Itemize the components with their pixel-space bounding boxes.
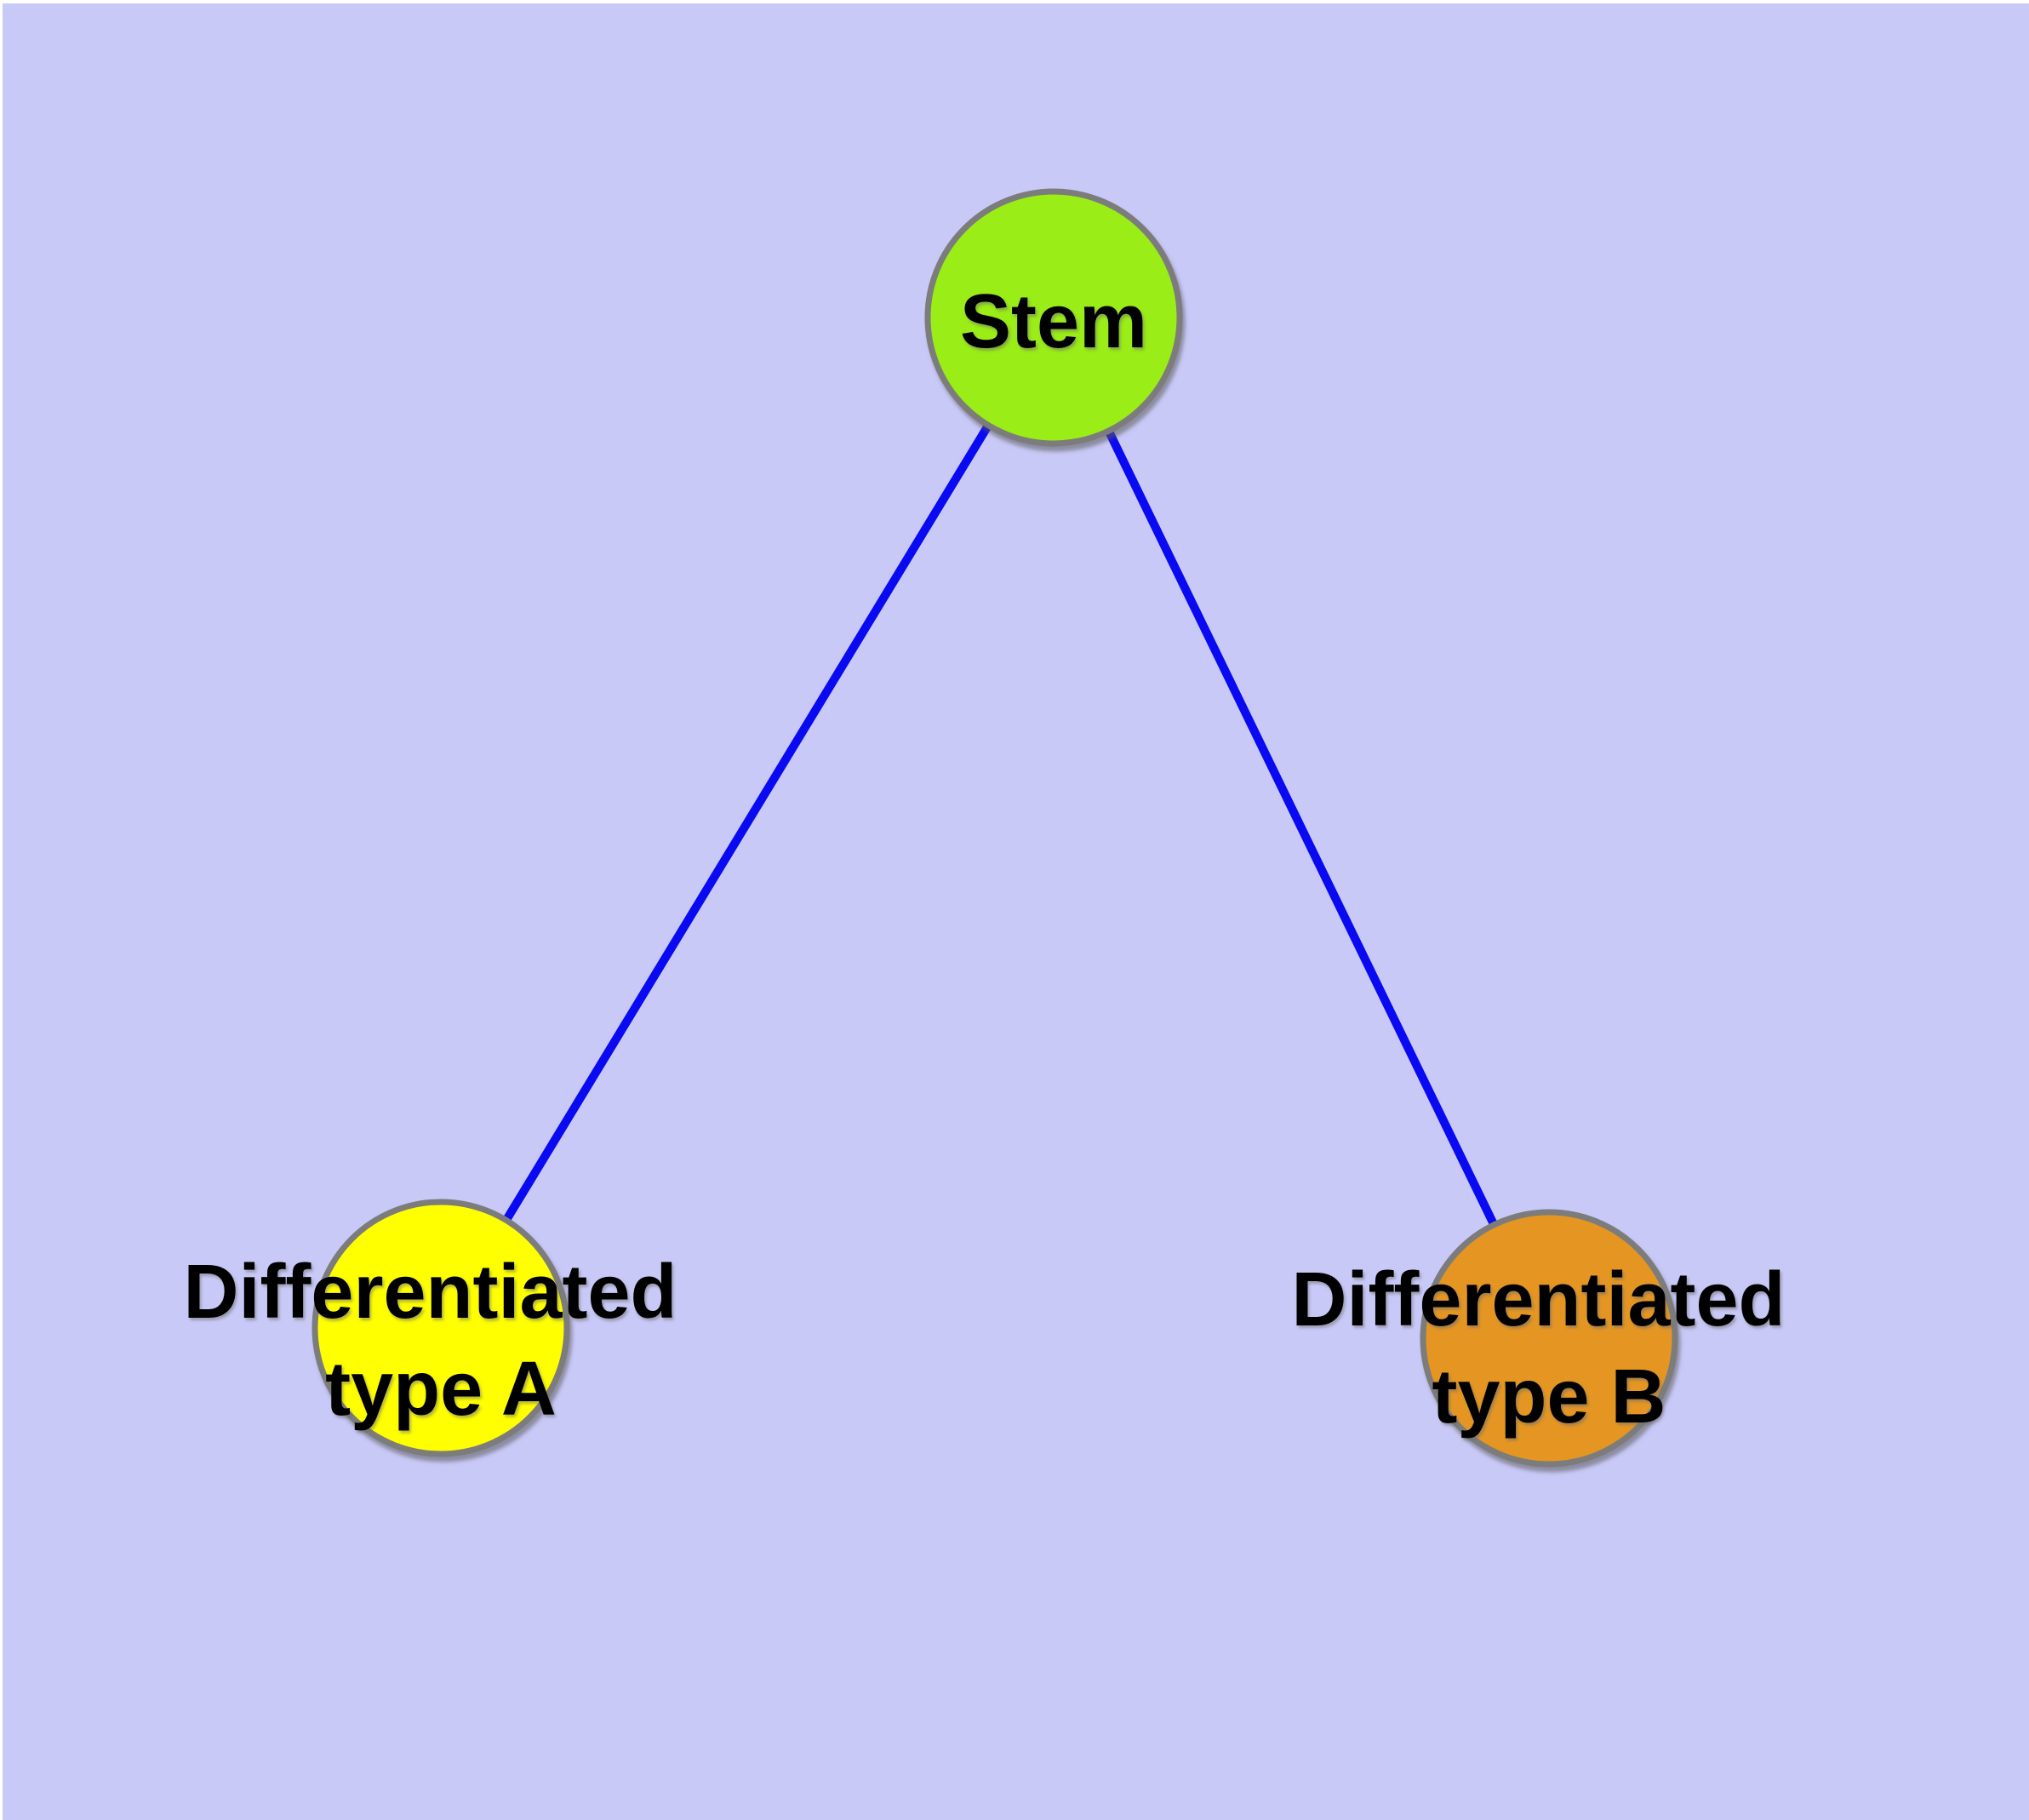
type-b-label-line-2: type B bbox=[1432, 1354, 1666, 1439]
type-a-label-line-2: type A bbox=[325, 1347, 557, 1432]
type-a-node-label: Differentiated type A bbox=[183, 1250, 698, 1432]
node-differentiated-type-a: Differentiated type A bbox=[183, 1199, 698, 1457]
stem-node-circle bbox=[924, 188, 1183, 447]
type-b-label-line-1: Differentiated bbox=[1291, 1257, 1785, 1342]
type-b-node-label: Differentiated type B bbox=[1291, 1257, 1806, 1439]
type-a-node-circle bbox=[311, 1199, 570, 1457]
edge-stem-to-type-a bbox=[437, 315, 1058, 1331]
node-stem: Stem bbox=[924, 188, 1183, 447]
stem-node-label: Stem bbox=[960, 279, 1147, 364]
edge-stem-to-type-b bbox=[1049, 315, 1553, 1341]
type-a-label-line-1: Differentiated bbox=[183, 1250, 677, 1335]
node-differentiated-type-b: Differentiated type B bbox=[1291, 1209, 1806, 1468]
type-b-node-circle bbox=[1420, 1209, 1678, 1468]
